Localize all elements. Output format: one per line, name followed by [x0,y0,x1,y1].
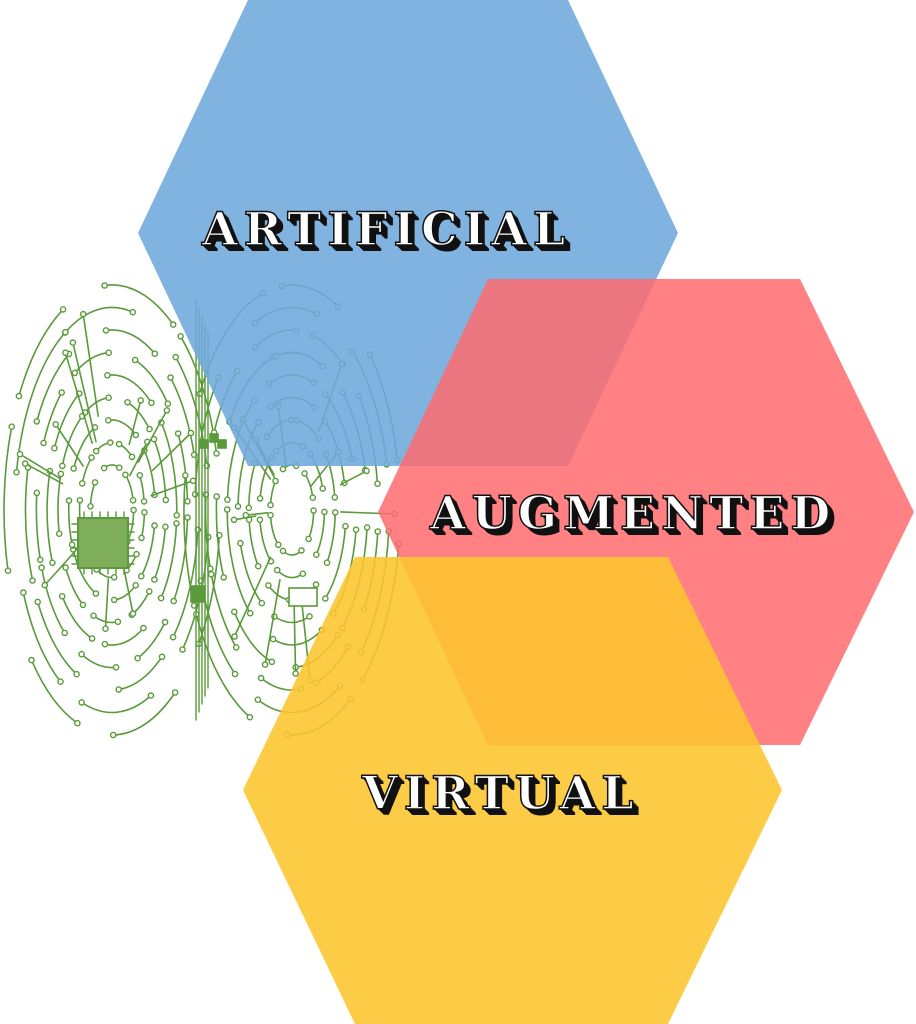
label-virtual: VIRTUAL [361,766,640,820]
hexagon-virtual [243,557,782,1024]
label-augmented: AUGMENTED [429,486,837,540]
circuit-brain-icon [3,282,403,739]
label-artificial: ARTIFICIAL [201,202,572,256]
